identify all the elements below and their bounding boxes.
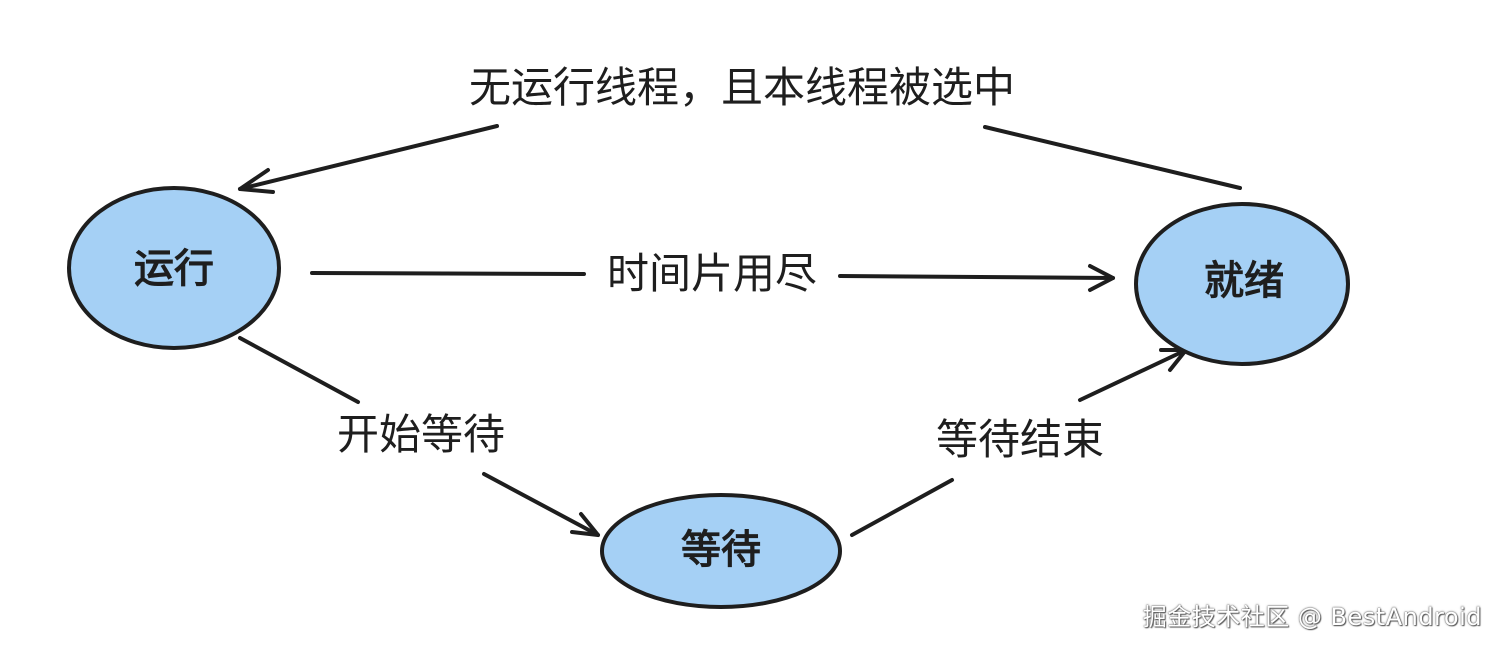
node-ready: 就绪	[1134, 202, 1350, 366]
watermark: 掘金技术社区 @ BestAndroid	[1142, 603, 1482, 631]
edge-label-running-to-waiting: 开始等待	[337, 410, 505, 459]
edge-running-to-ready: 时间片用尽	[310, 249, 1115, 298]
edge-ready-to-running: 无运行线程，且本线程被选中	[238, 63, 1242, 194]
arrowhead-running-top	[238, 168, 275, 194]
edge-waiting-to-ready: 等待结束	[850, 348, 1188, 537]
node-running: 运行	[67, 186, 281, 350]
node-waiting: 等待	[600, 493, 842, 609]
edge-label-waiting-to-ready: 等待结束	[936, 415, 1104, 464]
edge-running-to-waiting: 开始等待	[238, 336, 600, 537]
node-label-ready: 就绪	[1204, 258, 1284, 304]
node-label-running: 运行	[134, 246, 214, 292]
edge-label-ready-to-running: 无运行线程，且本线程被选中	[469, 63, 1015, 112]
node-label-waiting: 等待	[681, 527, 761, 573]
arrowhead-ready-side	[1088, 264, 1115, 292]
edge-label-running-to-ready: 时间片用尽	[607, 249, 817, 298]
arrowhead-waiting	[570, 512, 600, 537]
